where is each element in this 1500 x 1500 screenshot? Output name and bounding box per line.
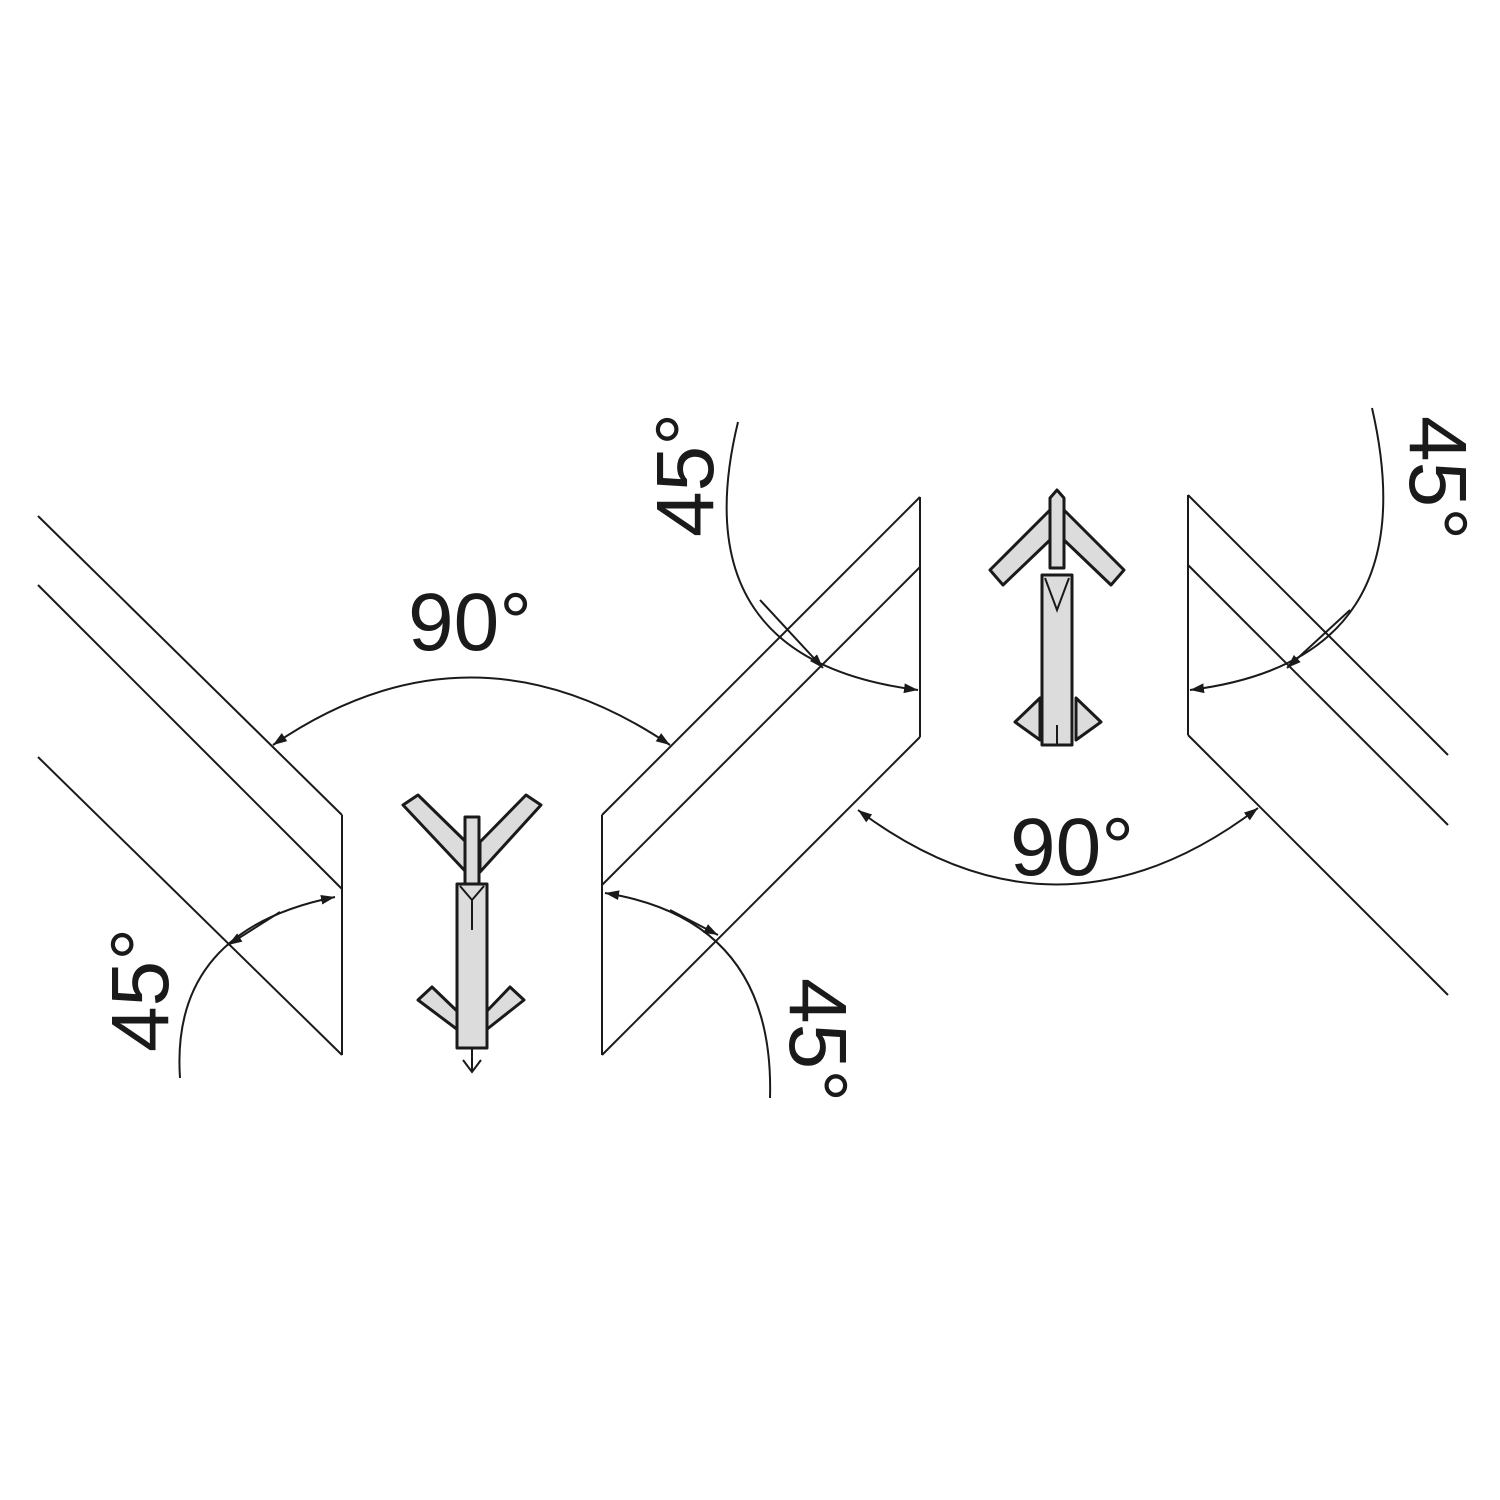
- angle-arc-45-top-right: [1189, 407, 1385, 694]
- angle-arc-45-bottom-left-in: [227, 911, 281, 946]
- angle-arc-90-bottom: [857, 807, 1259, 886]
- label-90-bottom: 90°: [1010, 802, 1134, 893]
- angle-arc-45-top-right-in: [1286, 609, 1351, 669]
- label-45-bottom-mid: 45°: [772, 978, 863, 1102]
- right-profile: [1187, 494, 1449, 996]
- label-45-top-mid: 45°: [640, 413, 731, 537]
- left-profile: [37, 515, 343, 1056]
- corner-connector-up: [988, 488, 1126, 747]
- angle-arc-45-top-mid-in: [759, 599, 824, 669]
- label-90-top: 90°: [408, 577, 532, 668]
- angle-arc-90-top: [272, 676, 671, 746]
- middle-profile: [601, 496, 921, 1056]
- label-45-top-right: 45°: [1392, 416, 1483, 540]
- corner-connector-down: [401, 793, 543, 1074]
- angle-arc-45-bottom-mid-in: [669, 909, 719, 936]
- angle-arc-45-bottom-left: [178, 894, 336, 1079]
- angle-arc-45-bottom-mid: [604, 890, 772, 1099]
- label-45-bottom-left: 45°: [95, 928, 186, 1052]
- angle-arc-45-top-mid: [725, 421, 919, 694]
